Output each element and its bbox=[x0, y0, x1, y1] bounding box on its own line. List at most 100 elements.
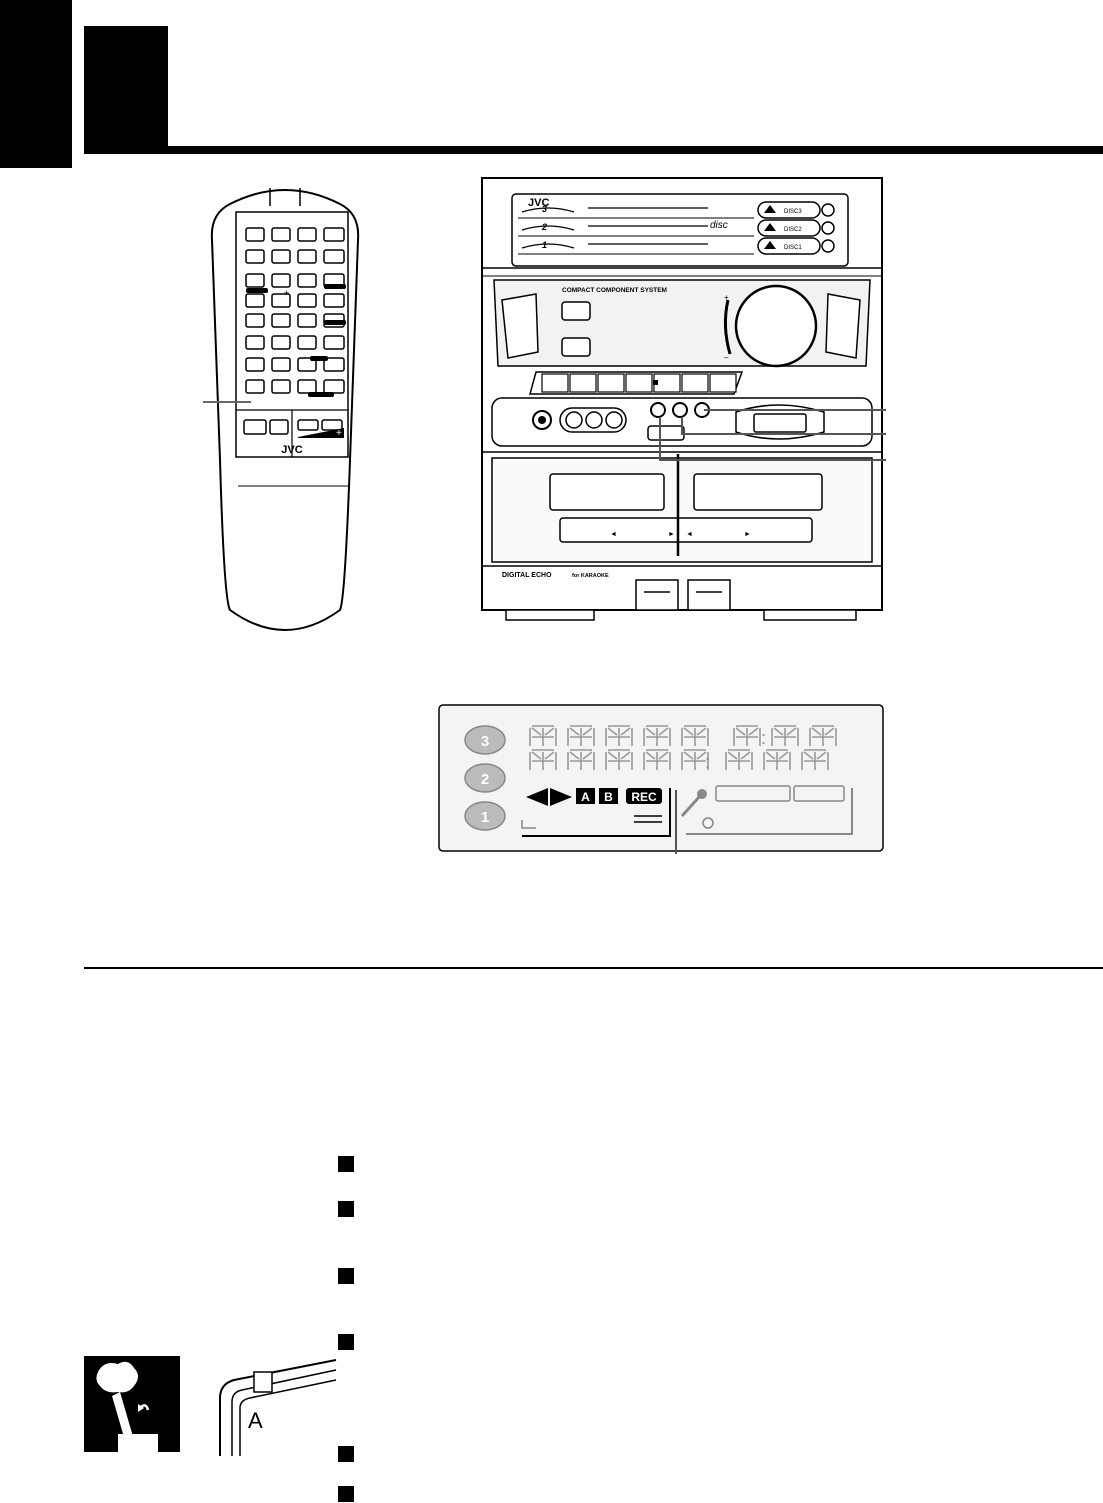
section-tab bbox=[0, 0, 72, 168]
remote-key[interactable] bbox=[297, 335, 317, 350]
transport-key[interactable] bbox=[681, 373, 709, 393]
display-panel-illustration: 321 : : A B REC bbox=[438, 704, 884, 854]
transport-key[interactable] bbox=[625, 373, 653, 393]
remote-key[interactable] bbox=[245, 379, 265, 394]
step-bullet-3 bbox=[338, 1268, 354, 1284]
disc-select-button[interactable] bbox=[757, 201, 821, 219]
remote-key[interactable] bbox=[271, 379, 291, 394]
transport-key[interactable] bbox=[597, 373, 625, 393]
display-indicator-rec: REC bbox=[631, 790, 657, 804]
display-digit bbox=[643, 749, 671, 770]
cassette-window-b bbox=[693, 473, 823, 511]
remote-key[interactable] bbox=[297, 273, 317, 288]
transport-key[interactable] bbox=[709, 373, 737, 393]
unit-vol-minus: – bbox=[724, 353, 729, 362]
display-disc-icon bbox=[464, 763, 506, 793]
display-forward-arrow-icon bbox=[550, 788, 572, 806]
transport-keys bbox=[541, 373, 737, 393]
display-digit bbox=[605, 749, 633, 770]
remote-key[interactable] bbox=[297, 293, 317, 308]
display-return-icon bbox=[521, 820, 536, 829]
deck-eject-b[interactable] bbox=[687, 579, 731, 611]
remote-key[interactable] bbox=[271, 357, 291, 372]
step-bullet-2 bbox=[338, 1201, 354, 1217]
cassette-window-a bbox=[549, 473, 665, 511]
mic-level-knob[interactable] bbox=[605, 411, 623, 429]
remote-key[interactable] bbox=[271, 273, 291, 288]
display-disc-icon bbox=[464, 801, 506, 831]
remote-key[interactable] bbox=[323, 335, 345, 350]
display-repeat-icon bbox=[634, 815, 662, 823]
remote-key-bar bbox=[308, 392, 334, 397]
remote-key-bar bbox=[246, 288, 268, 293]
svg-text::: : bbox=[705, 752, 710, 772]
remote-key[interactable] bbox=[297, 357, 317, 372]
display-digit bbox=[529, 749, 557, 770]
step-bullet-1 bbox=[338, 1156, 354, 1172]
cassette-side-label: A bbox=[248, 1408, 263, 1433]
volume-knob[interactable] bbox=[734, 284, 818, 368]
unit-disc-logo: disc bbox=[710, 220, 728, 231]
remote-brand-logo: JVC bbox=[281, 444, 302, 456]
remote-key[interactable] bbox=[245, 313, 265, 328]
deck-button-b[interactable] bbox=[672, 402, 688, 418]
transport-key[interactable] bbox=[569, 373, 597, 393]
cassette-corner-illustration: A bbox=[219, 1359, 337, 1456]
remote-key[interactable] bbox=[245, 227, 265, 242]
remote-vol-plus: + bbox=[336, 428, 342, 439]
display-digit bbox=[529, 725, 557, 746]
display-digit bbox=[567, 725, 595, 746]
disc-tray-number: 3 bbox=[542, 204, 547, 214]
disc-button-label: DISC1 bbox=[784, 245, 802, 251]
unit-button-upper[interactable] bbox=[561, 301, 591, 321]
transport-key[interactable] bbox=[541, 373, 569, 393]
svg-text:►: ► bbox=[744, 531, 751, 538]
disc-play-button[interactable] bbox=[821, 203, 835, 217]
display-digit bbox=[771, 725, 799, 746]
display-timer-icon bbox=[702, 817, 714, 829]
display-digit bbox=[801, 749, 829, 770]
mic-jack-2[interactable] bbox=[585, 411, 603, 429]
disc-tray-number: 2 bbox=[541, 222, 547, 232]
remote-key[interactable] bbox=[323, 293, 345, 308]
remote-key[interactable] bbox=[297, 227, 317, 242]
remote-key[interactable] bbox=[323, 227, 345, 242]
disc-tray-number: 1 bbox=[542, 240, 547, 250]
unit-karaoke-text: for KARAOKE bbox=[572, 573, 609, 579]
remote-key[interactable] bbox=[245, 273, 265, 288]
remote-key[interactable] bbox=[245, 335, 265, 350]
remote-key[interactable] bbox=[297, 379, 317, 394]
tab-break-illustration bbox=[84, 1356, 180, 1452]
remote-key[interactable] bbox=[271, 313, 291, 328]
remote-key-bar bbox=[324, 284, 346, 289]
remote-key[interactable] bbox=[297, 313, 317, 328]
remote-key[interactable] bbox=[245, 293, 265, 308]
eject-icon bbox=[764, 223, 776, 231]
svg-text:►: ► bbox=[668, 531, 675, 538]
remote-key[interactable] bbox=[245, 357, 265, 372]
remote-key[interactable] bbox=[323, 379, 345, 394]
remote-key[interactable] bbox=[271, 293, 291, 308]
disc-play-button[interactable] bbox=[821, 221, 835, 235]
svg-text::: : bbox=[761, 728, 766, 748]
remote-key[interactable] bbox=[271, 249, 291, 264]
remote-key[interactable] bbox=[323, 357, 345, 372]
disc-tray-slot bbox=[521, 207, 575, 213]
disc-button-label: DISC2 bbox=[784, 227, 802, 233]
eject-icon bbox=[764, 241, 776, 249]
disc-select-button[interactable] bbox=[757, 237, 821, 255]
remote-key[interactable] bbox=[271, 335, 291, 350]
deck-button-a[interactable] bbox=[650, 402, 666, 418]
disc-play-button[interactable] bbox=[821, 239, 835, 253]
remote-key[interactable] bbox=[323, 249, 345, 264]
remote-key[interactable] bbox=[271, 227, 291, 242]
display-digit bbox=[763, 749, 791, 770]
mic-jack-1[interactable] bbox=[565, 411, 583, 429]
display-disc-icons: 321 bbox=[464, 725, 506, 831]
deck-eject-a[interactable] bbox=[635, 579, 679, 611]
unit-button-lower[interactable] bbox=[561, 337, 591, 357]
remote-key[interactable] bbox=[245, 249, 265, 264]
remote-key[interactable] bbox=[297, 249, 317, 264]
disc-select-button[interactable] bbox=[757, 219, 821, 237]
